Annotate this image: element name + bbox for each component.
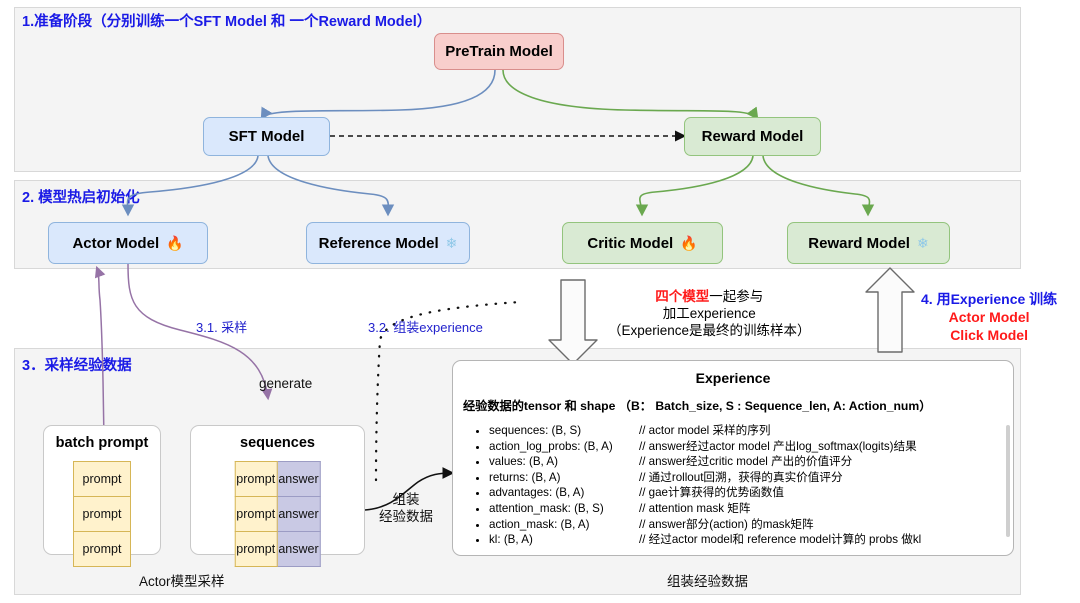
node-sft-model[interactable]: SFT Model <box>203 117 330 156</box>
node-critic-model[interactable]: Critic Model 🔥 <box>562 222 723 264</box>
item-comment: // 经过actor model和 reference model计算的 pro… <box>639 533 922 547</box>
section-panel-1 <box>14 7 1021 172</box>
edge-label-generate: generate <box>259 376 312 391</box>
card-sequences-title: sequences <box>240 435 315 451</box>
generate-text: generate <box>259 376 313 391</box>
cell-answer: answer <box>276 461 321 497</box>
list-item: action_mask: (B, A) // answer部分(action) 的… <box>489 517 1013 533</box>
item-comment: // answer经过actor model 产出log_softmax(log… <box>639 439 917 453</box>
note-step4-line-3: Click Model <box>950 327 1028 343</box>
note-line-2: 加工experience <box>662 306 756 321</box>
note-line-1: 四个模型一起参与 <box>608 288 811 305</box>
card-batch-prompt: batch prompt prompt prompt prompt <box>43 425 161 567</box>
list-item: advantages: (B, A) // gae计算获得的优势函数值 <box>489 485 1013 501</box>
table-row: prompt <box>73 531 131 567</box>
note-line-3: （Experience是最终的训练样本） <box>608 323 811 338</box>
item-name: attention_mask: (B, S) <box>489 501 604 515</box>
snowflake-icon: ❄ <box>445 234 458 251</box>
note-step-4: 4. 用Experience 训练 Actor Model Click Mode… <box>921 290 1057 344</box>
note-four-models-red: 四个模型 <box>655 289 710 304</box>
node-actor-model[interactable]: Actor Model 🔥 <box>48 222 208 264</box>
caption-assemble-experience: 组装经验数据 <box>667 574 748 589</box>
note-four-models-rest: 一起参与 <box>709 289 764 304</box>
table-row: prompt <box>73 461 131 497</box>
item-name: kl: (B, A) <box>489 533 533 547</box>
node-actor-label: Actor Model <box>72 234 160 252</box>
edge-label-step-3-1: 3.1. 采样 <box>196 320 248 335</box>
item-name: advantages: (B, A) <box>489 486 585 500</box>
item-comment: // answer经过critic model 产出的价值评分 <box>639 455 853 469</box>
edge-label-assemble: 组装 经验数据 <box>379 491 433 525</box>
node-pretrain-label: PreTrain Model <box>445 43 553 60</box>
cell-prompt: prompt <box>234 496 278 532</box>
cell-prompt: prompt <box>234 461 278 497</box>
section-title-1: 1.准备阶段（分别训练一个SFT Model 和 一个Reward Model） <box>22 14 432 30</box>
snowflake-icon: ❄ <box>916 234 929 251</box>
node-reward-model-top[interactable]: Reward Model <box>684 117 821 156</box>
note-step4-line-1: 4. 用Experience 训练 <box>921 290 1057 308</box>
section-title-3: 3．采样经验数据 <box>22 358 132 374</box>
node-sft-label: SFT Model <box>228 128 305 145</box>
caption-actor-sampling: Actor模型采样 <box>139 574 225 589</box>
table-row: prompt answer <box>234 531 321 567</box>
block-arrow-up <box>865 267 915 353</box>
table-row: prompt answer <box>234 496 321 532</box>
item-name: sequences: (B, S) <box>489 424 582 437</box>
cell-answer: answer <box>276 496 321 532</box>
item-name: values: (B, A) <box>489 455 558 469</box>
node-pretrain-model[interactable]: PreTrain Model <box>434 33 564 70</box>
assemble-line-2: 经验数据 <box>379 509 433 524</box>
node-reward2-label: Reward Model <box>808 234 910 252</box>
item-comment: // actor model 采样的序列 <box>639 424 771 437</box>
list-item: values: (B, A) // answer经过critic model 产出… <box>489 454 1013 470</box>
experience-item-list: sequences: (B, S) // actor model 采样的序列 ac… <box>453 423 1013 548</box>
note-step4-line-2: Actor Model <box>948 309 1030 325</box>
table-row: prompt answer <box>234 461 321 497</box>
experience-scrollbar[interactable] <box>1006 425 1010 537</box>
experience-title: Experience <box>695 370 771 386</box>
cell-prompt: prompt <box>73 531 131 567</box>
card-batch-prompt-title: batch prompt <box>55 435 149 451</box>
item-name: action_mask: (B, A) <box>489 517 590 531</box>
cell-prompt: prompt <box>73 496 131 532</box>
list-item: attention_mask: (B, S) // attention mask … <box>489 501 1013 517</box>
assemble-line-1: 组装 <box>392 492 420 507</box>
item-name: action_log_probs: (B, A) <box>489 439 613 453</box>
item-comment: // attention mask 矩阵 <box>639 501 751 515</box>
batch-prompt-table: prompt prompt prompt <box>73 461 131 567</box>
cell-prompt: prompt <box>234 531 278 567</box>
note-step4-number: 4. <box>921 291 937 307</box>
experience-panel: Experience 经验数据的tensor 和 shape （B： Batch… <box>452 360 1014 556</box>
node-reward-top-label: Reward Model <box>701 128 804 145</box>
node-reference-label: Reference Model <box>318 234 439 252</box>
card-sequences: sequences prompt answer prompt answer pr… <box>190 425 365 567</box>
experience-subtitle: 经验数据的tensor 和 shape （B： Batch_size, S : … <box>463 399 932 413</box>
node-reference-model[interactable]: Reference Model ❄ <box>306 222 470 264</box>
cell-prompt: prompt <box>73 461 131 497</box>
fire-icon: 🔥 <box>680 234 698 251</box>
table-row: prompt <box>73 496 131 532</box>
note-four-models: 四个模型一起参与 加工experience （Experience是最终的训练样… <box>608 288 811 339</box>
fire-icon: 🔥 <box>166 234 184 251</box>
list-item: returns: (B, A) // 通过rollout回溯，获得的真实价值评分 <box>489 470 1013 486</box>
node-critic-label: Critic Model <box>587 234 674 252</box>
cell-answer: answer <box>276 531 321 567</box>
node-reward-model-2[interactable]: Reward Model ❄ <box>787 222 950 264</box>
item-name: returns: (B, A) <box>489 470 561 484</box>
list-item: sequences: (B, S) // actor model 采样的序列 <box>489 423 1013 439</box>
sequences-table: prompt answer prompt answer prompt answe… <box>234 461 321 567</box>
section-title-2: 2. 模型热启初始化 <box>22 190 140 206</box>
list-item: kl: (B, A) // 经过actor model和 reference mo… <box>489 532 1013 548</box>
item-comment: // answer部分(action) 的mask矩阵 <box>639 517 814 531</box>
item-comment: // gae计算获得的优势函数值 <box>639 486 784 500</box>
list-item: action_log_probs: (B, A) // answer经过actor… <box>489 439 1013 455</box>
item-comment: // 通过rollout回溯，获得的真实价值评分 <box>639 470 843 484</box>
edge-label-step-3-2: 3.2. 组装experience <box>368 320 483 335</box>
note-step4-title: 用Experience 训练 <box>936 291 1058 307</box>
